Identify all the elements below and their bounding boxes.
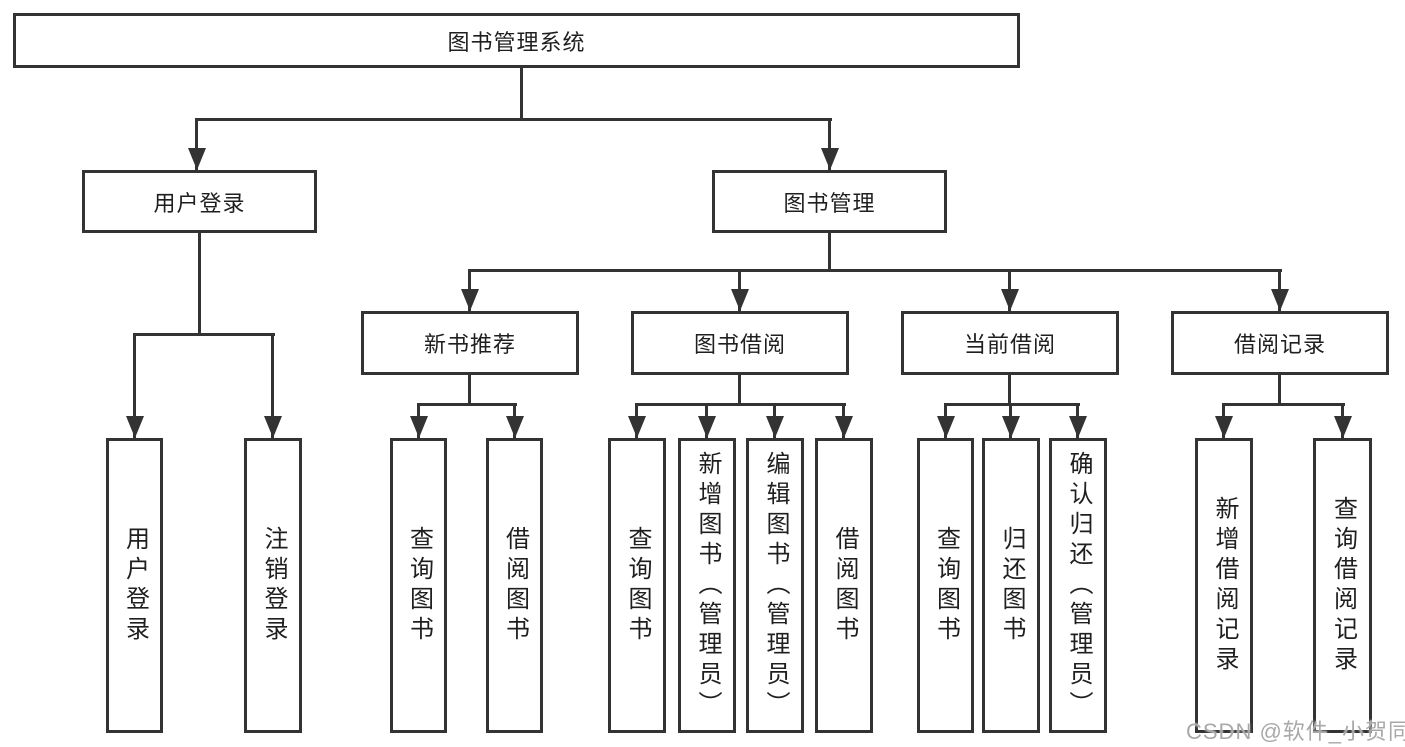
leaf-confirm-return-admin: 确认归还（管理员） xyxy=(1049,438,1107,733)
leaf-query-borrow-record-label: 查询借阅记录 xyxy=(1329,495,1357,676)
node-root: 图书管理系统 xyxy=(13,13,1020,68)
connector-userlogin-trunk xyxy=(198,233,201,335)
arrow-down-icon xyxy=(505,403,524,438)
arrow-down-icon xyxy=(263,333,282,438)
arrow-down-icon xyxy=(1001,403,1020,438)
arrow-down-icon xyxy=(627,403,646,438)
node-new-book-recommend-label: 新书推荐 xyxy=(423,332,516,357)
leaf-query-book-3: 查询图书 xyxy=(917,438,974,733)
connector-newbook-trunk xyxy=(468,375,471,406)
leaf-add-book-admin-label: 新增图书（管理员） xyxy=(694,450,721,721)
leaf-user-login: 用户登录 xyxy=(106,438,163,733)
arrow-down-icon xyxy=(409,403,428,438)
arrow-down-icon xyxy=(125,333,144,438)
connector-records-trunk xyxy=(1278,375,1281,406)
leaf-borrow-book-2: 借阅图书 xyxy=(815,438,873,733)
leaf-return-book: 归还图书 xyxy=(982,438,1040,733)
leaf-return-book-label: 归还图书 xyxy=(998,525,1025,646)
leaf-logout: 注销登录 xyxy=(244,438,302,733)
leaf-logout-label: 注销登录 xyxy=(260,525,287,646)
leaf-borrow-book-1-label: 借阅图书 xyxy=(501,525,529,646)
arrow-down-icon xyxy=(1000,269,1019,311)
connector-bookmgmt-trunk xyxy=(828,233,831,272)
node-user-login: 用户登录 xyxy=(82,170,317,233)
arrow-down-icon xyxy=(820,118,839,170)
csdn-watermark: CSDN @软件_小贺同学 xyxy=(1186,719,1405,744)
node-current-borrow: 当前借阅 xyxy=(901,311,1119,375)
node-borrow-records: 借阅记录 xyxy=(1171,311,1389,375)
leaf-borrow-book-1: 借阅图书 xyxy=(486,438,543,733)
arrow-down-icon xyxy=(697,403,716,438)
leaf-add-book-admin: 新增图书（管理员） xyxy=(678,438,736,733)
connector-borrow-trunk xyxy=(738,375,741,406)
connector-userlogin-hline xyxy=(133,333,275,336)
arrow-down-icon xyxy=(1068,403,1087,438)
node-book-management-label: 图书管理 xyxy=(783,190,876,216)
node-book-borrow-label: 图书借阅 xyxy=(693,332,786,357)
connector-current-trunk xyxy=(1008,375,1011,406)
connector-root-hline xyxy=(195,118,832,121)
node-book-borrow: 图书借阅 xyxy=(631,311,849,375)
node-new-book-recommend: 新书推荐 xyxy=(361,311,579,375)
arrow-down-icon xyxy=(936,403,955,438)
arrow-down-icon xyxy=(1270,269,1289,311)
connector-bookmgmt-hline xyxy=(468,269,1282,272)
leaf-query-book-2: 查询图书 xyxy=(608,438,666,733)
arrow-down-icon xyxy=(1214,403,1233,438)
leaf-query-book-2-label: 查询图书 xyxy=(624,525,651,646)
leaf-query-book-3-label: 查询图书 xyxy=(932,525,960,646)
node-root-label: 图书管理系统 xyxy=(447,29,586,55)
connector-root-trunk xyxy=(520,68,523,121)
leaf-user-login-label: 用户登录 xyxy=(121,525,149,646)
arrow-down-icon xyxy=(1333,403,1352,438)
arrow-down-icon xyxy=(834,403,853,438)
connector-borrow-hline xyxy=(635,403,846,406)
leaf-add-borrow-record-label: 新增借阅记录 xyxy=(1211,495,1238,676)
leaf-add-borrow-record: 新增借阅记录 xyxy=(1195,438,1253,733)
leaf-confirm-return-admin-label: 确认归还（管理员） xyxy=(1065,450,1092,721)
node-borrow-records-label: 借阅记录 xyxy=(1233,332,1326,357)
node-book-management: 图书管理 xyxy=(712,170,947,233)
arrow-down-icon xyxy=(460,269,479,311)
leaf-query-book-1: 查询图书 xyxy=(390,438,447,733)
node-current-borrow-label: 当前借阅 xyxy=(963,332,1056,357)
arrow-down-icon xyxy=(187,118,206,170)
connector-current-hline xyxy=(944,403,1080,406)
connector-newbook-hline xyxy=(417,403,517,406)
arrow-down-icon xyxy=(765,403,784,438)
arrow-down-icon xyxy=(730,269,749,311)
node-user-login-label: 用户登录 xyxy=(153,190,246,216)
leaf-query-book-1-label: 查询图书 xyxy=(405,525,433,646)
leaf-edit-book-admin: 编辑图书（管理员） xyxy=(746,438,804,733)
leaf-edit-book-admin-label: 编辑图书（管理员） xyxy=(762,450,789,721)
leaf-query-borrow-record: 查询借阅记录 xyxy=(1313,438,1372,733)
connector-records-hline xyxy=(1222,403,1345,406)
leaf-borrow-book-2-label: 借阅图书 xyxy=(831,525,858,646)
